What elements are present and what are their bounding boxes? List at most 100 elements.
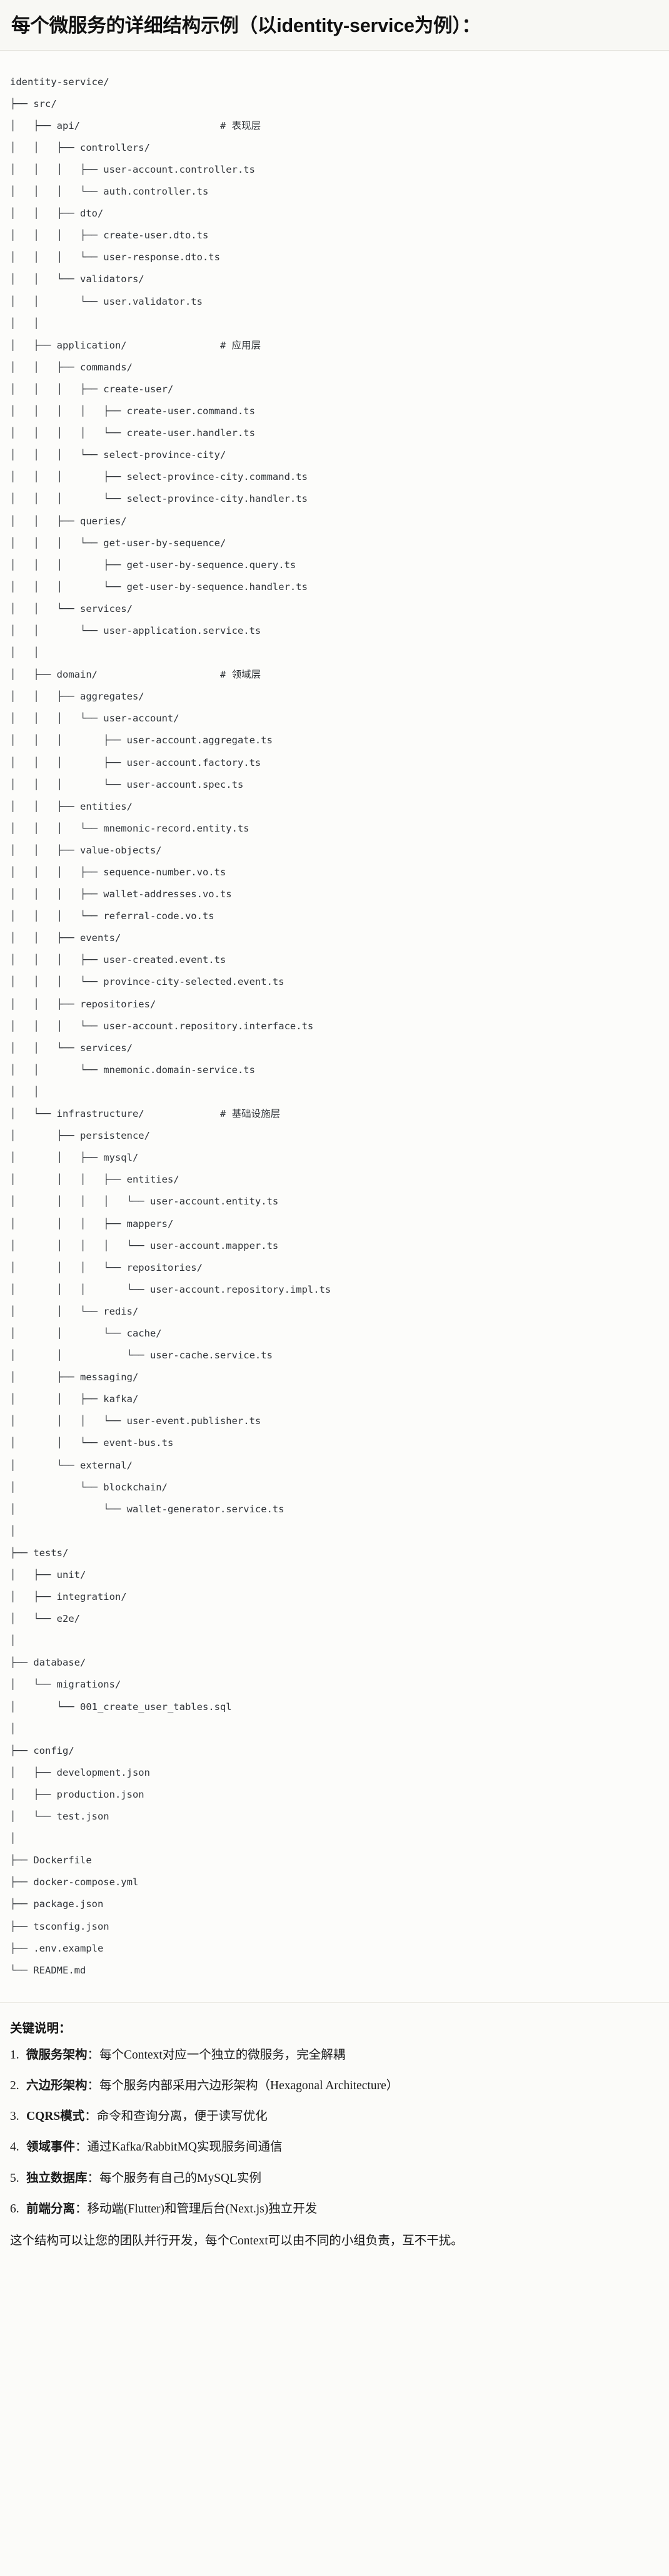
tree-line-label: │ ├── application/ [10,339,220,351]
directory-tree-block: identity-service/ ├── src/ │ ├── api/ # … [0,51,669,2002]
page-title: 每个微服务的详细结构示例（以identity-service为例）： [11,15,481,36]
tree-line: │ [10,1525,16,1537]
tree-line: │ └── external/ [10,1459,133,1471]
tree-line: │ └── infrastructure/ # 基础设施层 [10,1108,669,1120]
tree-line: │ │ │ ├── user-account.aggregate.ts [10,735,273,746]
tree-line: │ │ │ ├── create-user/ [10,383,174,395]
tree-line-comment: # 表现层 [219,120,261,131]
tree-line: │ │ ├── events/ [10,932,121,944]
key-note-body: ：命令和查询分离，便于读写优化 [84,2110,268,2124]
tree-line: │ │ ├── repositories/ [10,998,156,1010]
tree-line: ├── src/ [10,98,57,109]
tree-line: │ │ │ └── repositories/ [10,1261,203,1273]
tree-line: │ │ │ └── mnemonic-record.entity.ts [10,822,249,834]
tree-line: │ [10,1833,16,1845]
tree-line: │ │ │ └── province-city-selected.event.t… [10,976,284,988]
key-note-item: 领域事件：通过Kafka/RabbitMQ实现服务间通信 [10,2138,659,2157]
tree-line: │ │ [10,1086,39,1097]
key-note-body: ：每个服务有自己的MySQL实例 [87,2171,261,2185]
tree-line: │ │ │ ├── get-user-by-sequence.query.ts [10,559,296,571]
tree-line: │ │ ├── mysql/ [10,1152,139,1164]
tree-line: │ └── test.json [10,1811,109,1823]
tree-line: ├── package.json [10,1898,104,1910]
tree-line: │ │ ├── kafka/ [10,1393,139,1405]
tree-line: │ │ │ └── auth.controller.ts [10,186,209,198]
tree-line: │ │ │ ├── wallet-addresses.vo.ts [10,888,232,900]
tree-line: │ │ ├── dto/ [10,208,104,220]
tree-line: │ │ │ └── get-user-by-sequence.handler.t… [10,581,308,593]
tree-line: └── README.md [10,1964,86,1976]
tree-line: │ │ ├── entities/ [10,800,133,812]
tree-line: ├── database/ [10,1657,86,1669]
tree-line-label: │ ├── domain/ [10,669,220,681]
tree-line: │ │ │ └── user-response.dto.ts [10,252,220,263]
tree-line: │ │ ├── aggregates/ [10,691,144,703]
key-note-term: 六边形架构 [26,2079,88,2092]
tree-line: │ │ [10,647,39,659]
tree-line: │ ├── domain/ # 领域层 [10,669,669,681]
key-note-term: 前端分离 [26,2202,76,2216]
tree-line: │ │ │ ├── select-province-city.command.t… [10,471,308,483]
tree-line: │ │ │ └── user-event.publisher.ts [10,1415,261,1427]
tree-line: ├── Dockerfile [10,1855,92,1866]
tree-line: │ ├── production.json [10,1788,144,1800]
tree-line: │ │ │ └── user-account.repository.interf… [10,1020,314,1032]
page-root: 每个微服务的详细结构示例（以identity-service为例）： ident… [0,0,669,2268]
key-note-body: ：每个Context对应一个独立的微服务，完全解耦 [87,2048,346,2062]
tree-line: │ │ │ │ └── create-user.handler.ts [10,427,255,439]
tree-line-comment: # 基础设施层 [219,1108,281,1120]
key-notes-title: 关键说明： [10,2021,71,2035]
tree-line: │ │ │ ├── entities/ [10,1174,179,1186]
tree-line: │ │ │ ├── mappers/ [10,1218,174,1229]
key-note-body: ：每个服务内部采用六边形架构（Hexagonal Architecture） [87,2079,399,2092]
header-divider [0,50,669,51]
tree-line: │ │ └── services/ [10,1042,133,1054]
key-note-item: 前端分离：移动端(Flutter)和管理后台(Next.js)独立开发 [10,2200,659,2219]
tree-line: │ │ │ └── select-province-city/ [10,449,226,461]
tree-line: ├── config/ [10,1744,74,1756]
tree-bottom-divider [0,2002,669,2003]
key-note-item: 六边形架构：每个服务内部采用六边形架构（Hexagonal Architectu… [10,2077,659,2095]
tree-line: │ │ └── redis/ [10,1305,139,1317]
tree-line: │ │ └── event-bus.ts [10,1437,174,1449]
key-note-term: CQRS模式 [26,2110,85,2124]
tree-line: │ ├── integration/ [10,1591,127,1603]
tree-line: │ └── migrations/ [10,1679,121,1691]
tree-line: │ └── blockchain/ [10,1481,168,1493]
key-note-term: 独立数据库 [26,2171,88,2185]
tree-line-comment: # 应用层 [219,339,261,351]
tree-line: │ │ └── services/ [10,603,133,614]
tree-line: │ ├── persistence/ [10,1130,150,1142]
key-note-term: 微服务架构 [26,2048,88,2062]
tree-line: │ │ │ │ ├── create-user.command.ts [10,405,255,417]
tree-line: │ │ │ └── user-account/ [10,713,179,725]
tree-line: │ └── 001_create_user_tables.sql [10,1701,232,1713]
tree-line: │ │ │ │ └── user-account.mapper.ts [10,1240,279,1251]
tree-line: │ │ ├── value-objects/ [10,844,162,856]
tree-line: │ ├── api/ # 表现层 [10,120,669,132]
tree-line: │ │ │ │ └── user-account.entity.ts [10,1196,279,1208]
tree-line: │ ├── unit/ [10,1569,86,1581]
key-note-body: ：通过Kafka/RabbitMQ实现服务间通信 [75,2141,283,2154]
key-note-item: 微服务架构：每个Context对应一个独立的微服务，完全解耦 [10,2046,659,2065]
tree-line: │ │ │ └── user-account.spec.ts [10,778,244,790]
tree-line: ├── docker-compose.yml [10,1876,139,1888]
tree-line: │ └── e2e/ [10,1613,80,1625]
tree-line: │ │ │ └── referral-code.vo.ts [10,910,214,922]
tree-line: │ │ └── user-cache.service.ts [10,1350,273,1362]
tree-line: │ │ │ ├── sequence-number.vo.ts [10,867,226,878]
tree-line: │ │ │ ├── user-created.event.ts [10,954,226,966]
key-note-item: 独立数据库：每个服务有自己的MySQL实例 [10,2169,659,2188]
key-note-term: 领域事件 [26,2141,76,2154]
tree-line-label: │ └── infrastructure/ [10,1108,220,1120]
tree-line: │ │ └── user.validator.ts [10,295,203,307]
tree-line: │ │ └── validators/ [10,273,144,285]
tree-line: │ │ └── cache/ [10,1327,162,1339]
closing-paragraph: 这个结构可以让您的团队并行开发，每个Context可以由不同的小组负责，互不干扰… [10,2234,463,2248]
tree-line: │ │ ├── controllers/ [10,141,150,153]
tree-line: │ ├── development.json [10,1766,150,1778]
tree-line-comment: # 领域层 [219,669,261,681]
heading-band: 每个微服务的详细结构示例（以identity-service为例）： [0,0,669,51]
tree-line: │ │ │ ├── create-user.dto.ts [10,230,209,242]
tree-line: │ │ │ └── select-province-city.handler.t… [10,493,308,505]
